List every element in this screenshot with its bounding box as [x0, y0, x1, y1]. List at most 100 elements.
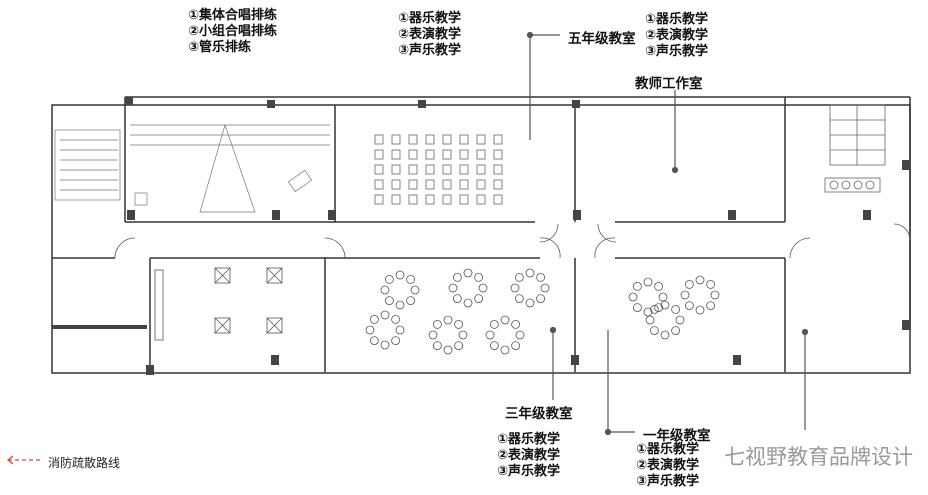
seat: [628, 292, 638, 302]
seat: [384, 274, 394, 284]
desk: [391, 194, 401, 205]
annotation-item: ①集体合唱排练: [188, 8, 278, 23]
annotation-item: ②表演教学: [497, 448, 561, 463]
desk: [391, 149, 401, 160]
desk: [408, 164, 418, 175]
columns: [52, 97, 910, 375]
desk: [442, 164, 452, 175]
desk: [408, 149, 418, 160]
desk: [374, 134, 384, 145]
seat: [463, 268, 473, 278]
seat: [489, 341, 499, 351]
annotation-item: ③声乐教学: [645, 44, 709, 59]
seat: [645, 315, 655, 325]
desk: [425, 134, 435, 145]
seat: [660, 330, 670, 340]
seat: [454, 341, 464, 351]
table-groups: [154, 267, 283, 341]
desk: [459, 134, 469, 145]
grade5-title: 五年级教室: [568, 31, 636, 47]
seat: [485, 330, 495, 340]
seat: [384, 296, 394, 306]
desk: [391, 164, 401, 175]
desk: [374, 164, 384, 175]
annotation-item: ②表演教学: [398, 27, 462, 42]
desk: [425, 164, 435, 175]
seat: [511, 319, 521, 329]
annotation-item: ①器乐教学: [398, 11, 462, 26]
desk: [442, 134, 452, 145]
seat: [695, 275, 705, 285]
seat: [525, 268, 535, 278]
seat: [654, 281, 664, 291]
desk: [425, 194, 435, 205]
desk: [408, 134, 418, 145]
seat: [380, 340, 390, 350]
seat: [510, 283, 520, 293]
seat: [706, 279, 716, 289]
seat: [391, 314, 401, 324]
desk: [493, 149, 503, 160]
seat: [643, 277, 653, 287]
desk: [493, 164, 503, 175]
desk: [493, 179, 503, 190]
legend-label: 消防疏散路线: [48, 456, 121, 470]
stairs: [54, 129, 121, 201]
seat: [536, 272, 546, 282]
choir-room-furniture: [130, 123, 330, 213]
seat: [710, 290, 720, 300]
seat: [391, 336, 401, 346]
desk: [493, 134, 503, 145]
music-room-annotation: ①器乐教学 ②表演教学 ③声乐教学: [398, 11, 461, 59]
seat: [654, 303, 664, 313]
seat: [395, 300, 405, 310]
annotation-item: ②表演教学: [636, 458, 700, 473]
seat: [536, 294, 546, 304]
seat: [643, 307, 653, 317]
seat: [369, 336, 379, 346]
seat: [675, 315, 685, 325]
annotation-item: ③声乐教学: [636, 474, 700, 489]
seat: [514, 272, 524, 282]
desk: [459, 179, 469, 190]
seat: [432, 319, 442, 329]
grade3-title: 三年级教室: [505, 406, 573, 422]
seat: [443, 315, 453, 325]
seat: [428, 330, 438, 340]
seat: [671, 326, 681, 336]
outer-walls: [51, 96, 911, 374]
seat: [684, 301, 694, 311]
annotation-item: ①器乐教学: [497, 432, 561, 447]
seat: [458, 330, 468, 340]
desk: [493, 194, 503, 205]
seat: [660, 300, 670, 310]
seat: [406, 296, 416, 306]
music-room-desks: [374, 134, 503, 205]
seat: [489, 319, 499, 329]
desk: [476, 194, 486, 205]
seat: [514, 294, 524, 304]
desk: [425, 149, 435, 160]
seat: [380, 285, 390, 295]
seat: [395, 325, 405, 335]
seat: [474, 294, 484, 304]
desk: [408, 194, 418, 205]
seat: [448, 283, 458, 293]
seat: [410, 285, 420, 295]
desk: [476, 134, 486, 145]
desk: [374, 179, 384, 190]
seat: [671, 304, 681, 314]
desk: [391, 134, 401, 145]
seat: [540, 283, 550, 293]
annotation-item: ③管乐排练: [188, 40, 252, 55]
desk: [459, 149, 469, 160]
seat: [406, 274, 416, 284]
seat: [452, 272, 462, 282]
desk: [425, 179, 435, 190]
seat: [515, 330, 525, 340]
desk: [442, 194, 452, 205]
annotation-item: ③声乐教学: [497, 464, 561, 479]
grade3-annotation: ①器乐教学 ②表演教学 ③声乐教学: [497, 432, 560, 480]
seat: [525, 298, 535, 308]
desk: [476, 149, 486, 160]
